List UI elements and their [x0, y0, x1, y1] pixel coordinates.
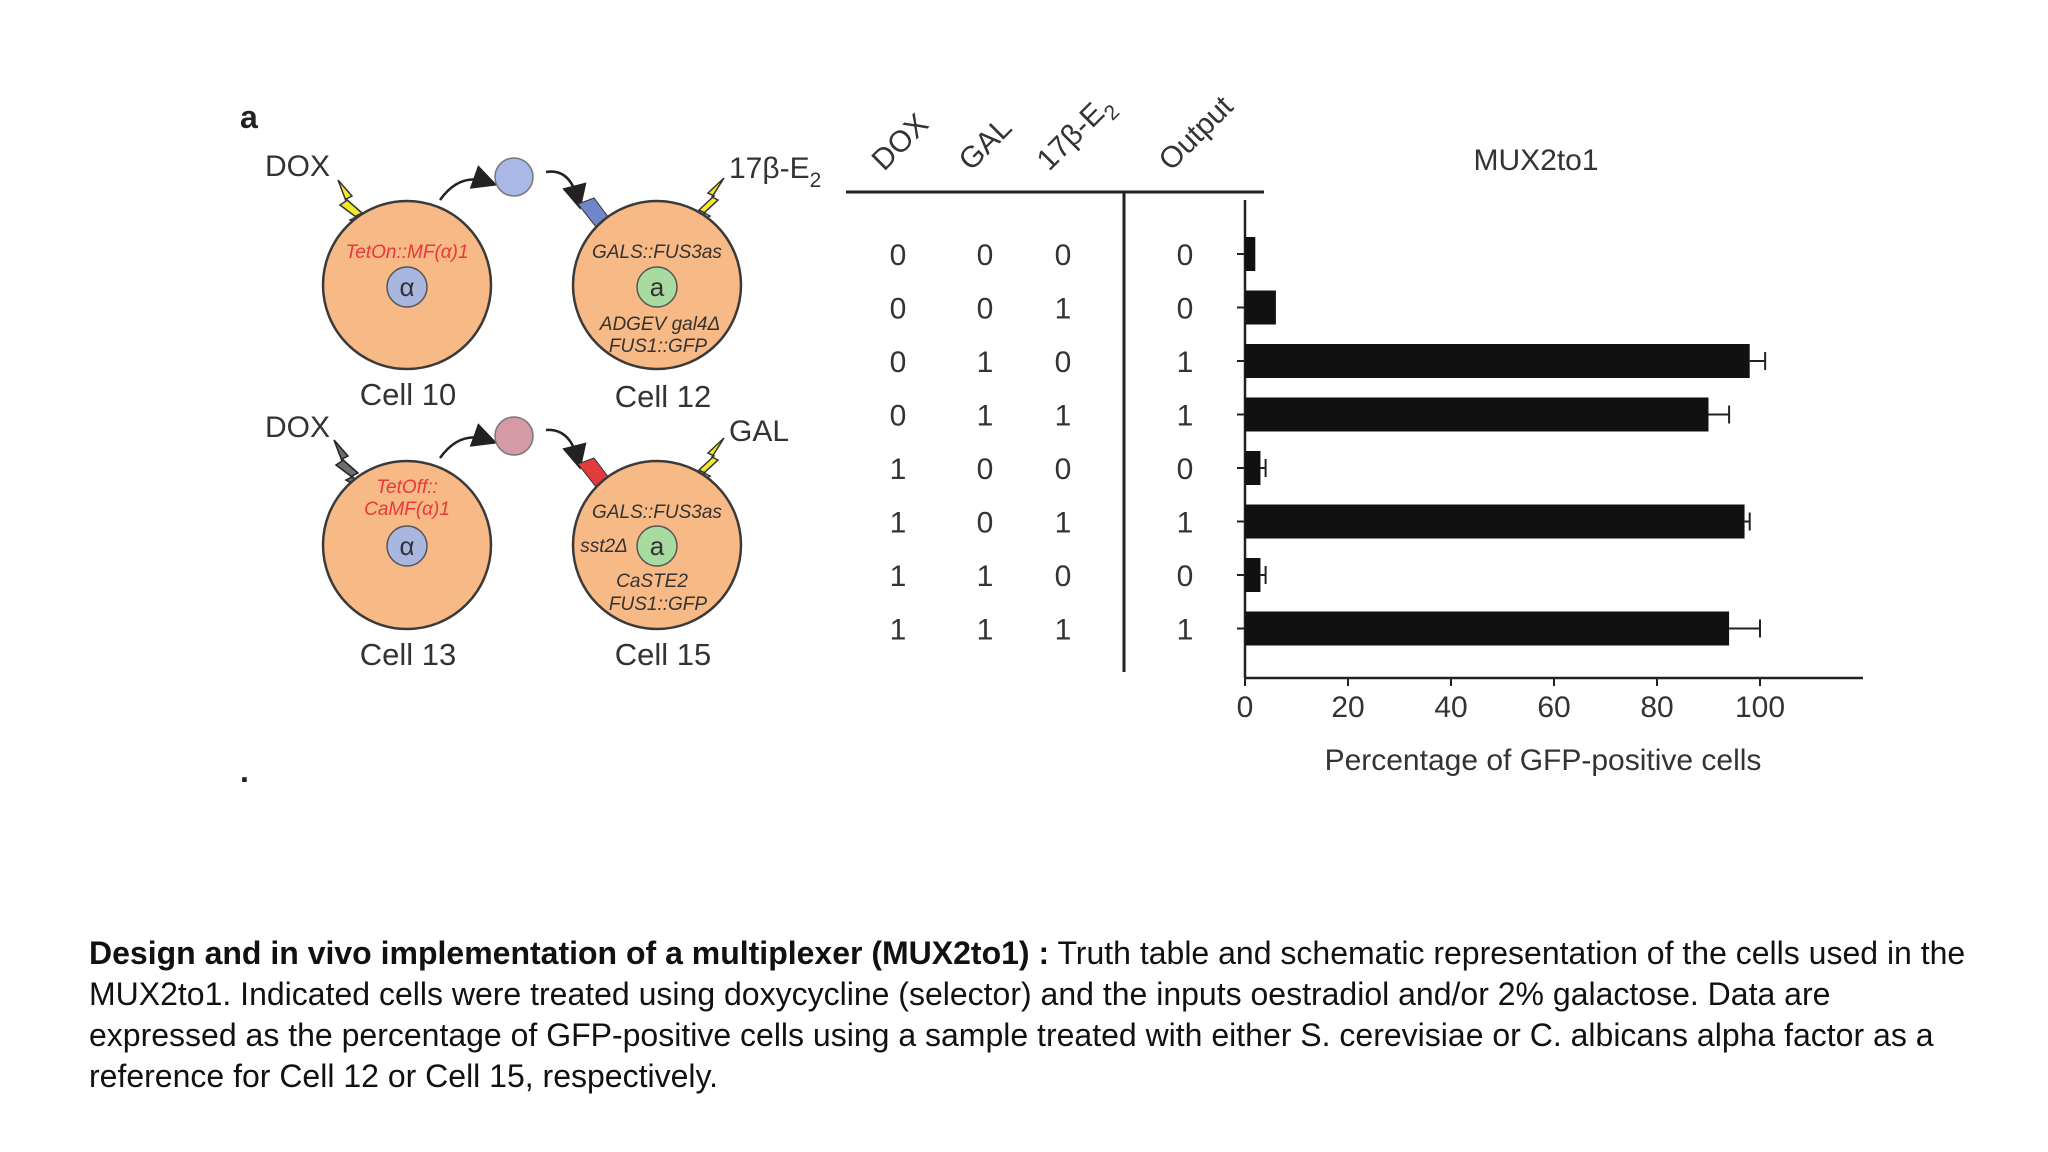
bar: [1245, 611, 1730, 646]
inducer-dox-bottom: DOX: [265, 411, 330, 444]
figure-caption: Design and in vivo implementation of a m…: [89, 933, 1969, 1097]
truth-table-cell: 1: [890, 614, 907, 647]
truth-table-cell: 1: [1177, 614, 1194, 647]
arrow: [438, 423, 498, 459]
truth-table-cell: 1: [977, 560, 994, 593]
cell-12: GALS::FUS3as a ADGEV gal4Δ FUS1::GFP: [571, 199, 743, 371]
truth-table-cell: 0: [977, 507, 994, 540]
chart-x-axis-label: Percentage of GFP-positive cells: [1325, 744, 1762, 777]
gene-label: FUS1::GFP: [609, 336, 708, 357]
truth-table-cell: 0: [890, 239, 907, 272]
cell-label-15: Cell 15: [615, 637, 712, 672]
cell-13: TetOff:: CaMF(α)1 α: [321, 459, 493, 631]
gene-label: sst2Δ: [580, 536, 628, 557]
truth-table-cell: 1: [977, 614, 994, 647]
x-tick-label: 100: [1735, 691, 1785, 724]
gene-label: TetOff::: [376, 477, 438, 498]
nucleus: [386, 525, 428, 567]
truth-table-cell: 1: [890, 560, 907, 593]
cell-label-13: Cell 13: [360, 637, 457, 672]
truth-table-cell: 1: [1177, 346, 1194, 379]
truth-table-header: Output: [1153, 89, 1240, 176]
truth-table-header: DOX: [866, 108, 935, 177]
truth-table-cell: 0: [1177, 453, 1194, 486]
gene-label: TetOn::MF(α)1: [345, 242, 468, 263]
truth-table-cell: 0: [1055, 560, 1072, 593]
nucleus-label: a: [650, 531, 665, 561]
truth-table-cell: 0: [1055, 346, 1072, 379]
truth-table-cell: 0: [977, 453, 994, 486]
nucleus: [386, 266, 428, 308]
truth-table-cell: 0: [1055, 239, 1072, 272]
truth-table-cell: 0: [977, 293, 994, 326]
truth-table-cell: 0: [1177, 293, 1194, 326]
truth-table-cell: 1: [1055, 614, 1072, 647]
truth-table-cell: 1: [1177, 507, 1194, 540]
bar: [1245, 397, 1709, 432]
truth-table-body: 0 0 0 0 0 0 1 0 0 1 0 1 0 1 1 1 1 0 0 0 1 0 1 1 1 1 0 0 1 1 1 1: [890, 239, 1194, 647]
x-tick-label: 0: [1237, 691, 1254, 724]
truth-table-header: GAL: [953, 111, 1019, 177]
truth-table-cell: 1: [890, 453, 907, 486]
bar: [1245, 504, 1745, 539]
truth-table-cell: 1: [1055, 507, 1072, 540]
truth-table-cell: 0: [890, 400, 907, 433]
chart-title: MUX2to1: [1473, 144, 1598, 177]
inducer-e2-top: 17β-E2: [729, 152, 821, 192]
truth-table-cell: 0: [1177, 239, 1194, 272]
nucleus-label: α: [399, 272, 414, 302]
nucleus-label: a: [650, 272, 665, 302]
bar: [1245, 344, 1750, 378]
panel-label: a: [240, 99, 258, 135]
gene-label: CaMF(α)1: [364, 499, 450, 520]
truth-table-cell: 1: [1177, 400, 1194, 433]
x-tick-label: 60: [1537, 691, 1570, 724]
bar: [1245, 558, 1261, 592]
inducer-gal: GAL: [729, 415, 789, 448]
truth-table-cell: 0: [977, 239, 994, 272]
arrow: [545, 428, 587, 470]
bar-chart: 0 20 40 60 80 100: [1237, 200, 1863, 724]
truth-table-cell: 1: [1055, 293, 1072, 326]
truth-table-cell: 0: [890, 346, 907, 379]
gene-label: FUS1::GFP: [609, 594, 708, 615]
gene-label: GALS::FUS3as: [592, 502, 722, 523]
caption-title: Design and in vivo implementation of a m…: [89, 935, 1050, 971]
truth-table-header: 17β-E2: [1031, 88, 1125, 182]
gene-label: ADGEV gal4Δ: [599, 314, 720, 335]
stray-mark: .: [240, 753, 249, 789]
truth-table-cell: 1: [977, 346, 994, 379]
bar: [1245, 451, 1261, 485]
truth-table-cell: 1: [977, 400, 994, 433]
gene-label: GALS::FUS3as: [592, 242, 722, 263]
truth-table-cell: 0: [890, 293, 907, 326]
truth-table-cell: 1: [1055, 400, 1072, 433]
truth-table-cell: 1: [890, 507, 907, 540]
cell-label-12: Cell 12: [615, 379, 712, 414]
inducer-dox-top: DOX: [265, 150, 330, 183]
gene-label: CaSTE2: [616, 571, 688, 592]
arrow: [438, 165, 498, 201]
bar: [1245, 290, 1276, 325]
nucleus: [636, 266, 678, 308]
cell-10: TetOn::MF(α)1 α: [321, 199, 493, 371]
truth-table-cell: 0: [1177, 560, 1194, 593]
cell-label-10: Cell 10: [360, 377, 457, 412]
caption-text: Truth table and schematic representation…: [89, 935, 1966, 1094]
x-tick-label: 20: [1331, 691, 1364, 724]
bar: [1245, 237, 1256, 271]
x-tick-label: 80: [1640, 691, 1673, 724]
x-tick-label: 40: [1434, 691, 1467, 724]
truth-table-cell: 0: [1055, 453, 1072, 486]
nucleus-label: α: [399, 531, 414, 561]
alpha-factor-signal: [494, 157, 534, 197]
alpha-factor-signal: [494, 416, 534, 456]
nucleus: [636, 525, 678, 567]
arrow: [545, 170, 587, 210]
cell-15: GALS::FUS3as sst2Δ a CaSTE2 FUS1::GFP: [571, 459, 743, 631]
